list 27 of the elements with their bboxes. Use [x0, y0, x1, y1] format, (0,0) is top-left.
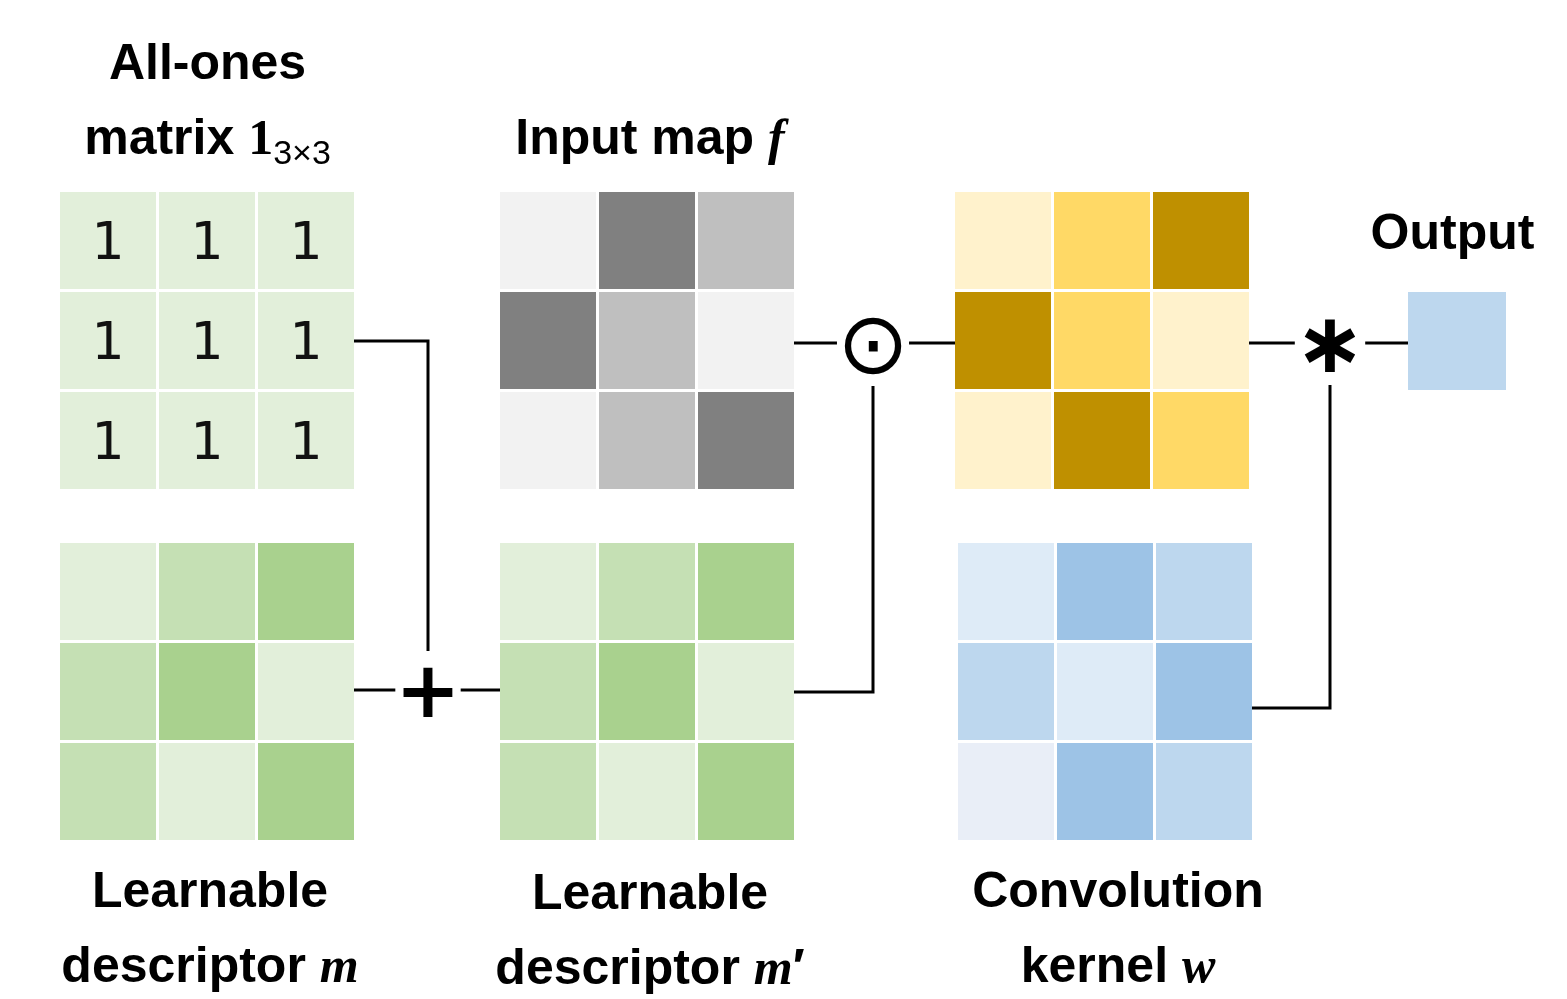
matrix-label: All-ones matrix 1$_{3×3}$: [83, 33, 332, 173]
matrix-cell: 1: [159, 292, 255, 389]
connector-line: [460, 688, 500, 692]
matrix-cell: 1: [159, 392, 255, 489]
matrix-label: Input map f: [450, 100, 850, 175]
matrix-label: Learnable descriptor m: [60, 861, 360, 995]
connector-line: [1249, 341, 1295, 345]
connector-line: [794, 386, 875, 694]
connector-line: [794, 341, 837, 345]
operator-symbol: ⊙: [836, 300, 910, 386]
matrix-cell: 1: [258, 392, 354, 489]
connector-line: [354, 688, 396, 692]
connector-line: [354, 339, 430, 651]
operator-symbol: ∗: [1294, 301, 1366, 385]
matrix-cell: 1: [60, 192, 156, 289]
connector-line: [1252, 385, 1332, 710]
matrix-cell: 1: [60, 292, 156, 389]
matrix-cell: 1: [258, 292, 354, 389]
matrix-label: Convolution kernel w: [971, 861, 1265, 995]
matrix-cell: 1: [258, 192, 354, 289]
matrix-cell: 1: [159, 192, 255, 289]
connector-line: [909, 341, 955, 345]
operator-symbol: +: [395, 651, 461, 729]
matrix-label: Output: [1369, 203, 1536, 262]
matrix-cell: 1: [60, 392, 156, 489]
connector-line: [1365, 341, 1408, 345]
matrix-label: Learnable descriptor m′: [494, 863, 806, 997]
